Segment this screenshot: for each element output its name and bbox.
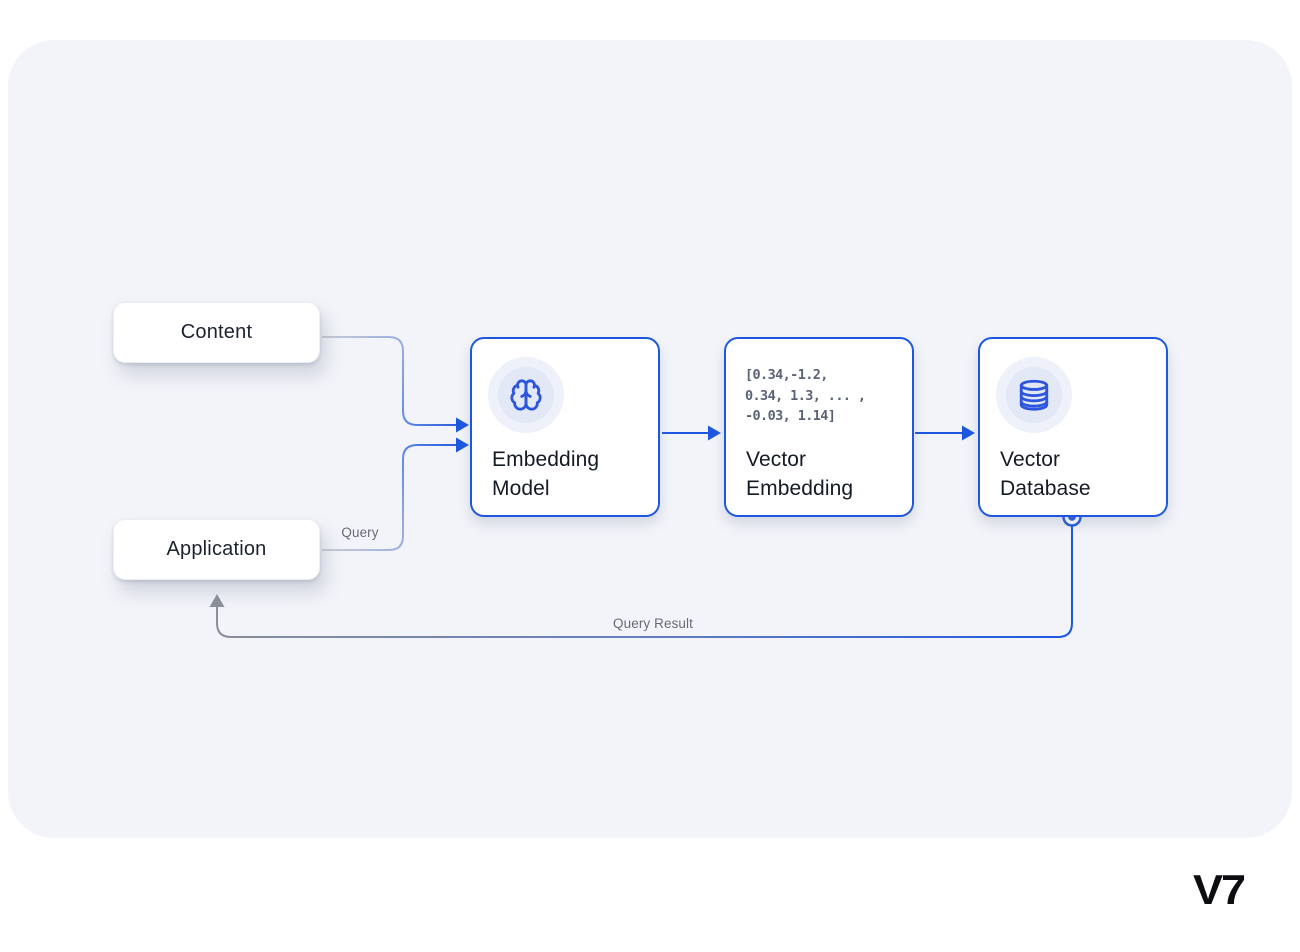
query-result-edge-label: Query Result — [613, 616, 693, 631]
node-vector-database: Vector Database — [978, 337, 1168, 517]
node-vector-embedding-title: Vector Embedding — [746, 448, 854, 500]
database-icon — [1006, 367, 1062, 423]
vector-values-line-3: -0.03, 1.14] — [745, 408, 836, 424]
node-vector-database-title: Vector Database — [1000, 448, 1091, 500]
query-edge-label: Query — [341, 525, 379, 540]
node-embedding-model: Embedding Model — [470, 337, 660, 517]
node-application-label: Application — [166, 538, 267, 560]
vector-values-line-2: 0.34, 1.3, ... , — [745, 387, 866, 404]
vector-values-code: [0.34,-1.2, 0.34, 1.3, ... , -0.03, 1.14… — [745, 365, 905, 427]
node-vector-embedding: [0.34,-1.2, 0.34, 1.3, ... , -0.03, 1.14… — [724, 337, 914, 517]
brain-icon — [498, 367, 554, 423]
node-embedding-model-title: Embedding Model — [492, 448, 600, 500]
vector-values-line-1: [0.34,-1.2, — [745, 367, 828, 383]
database-icon-halo — [996, 357, 1072, 433]
node-content-label: Content — [180, 321, 253, 343]
node-content: Content — [113, 302, 320, 363]
brain-icon-halo — [488, 357, 564, 433]
node-application: Application — [113, 519, 320, 580]
v7-logo: V7 — [1193, 866, 1246, 914]
